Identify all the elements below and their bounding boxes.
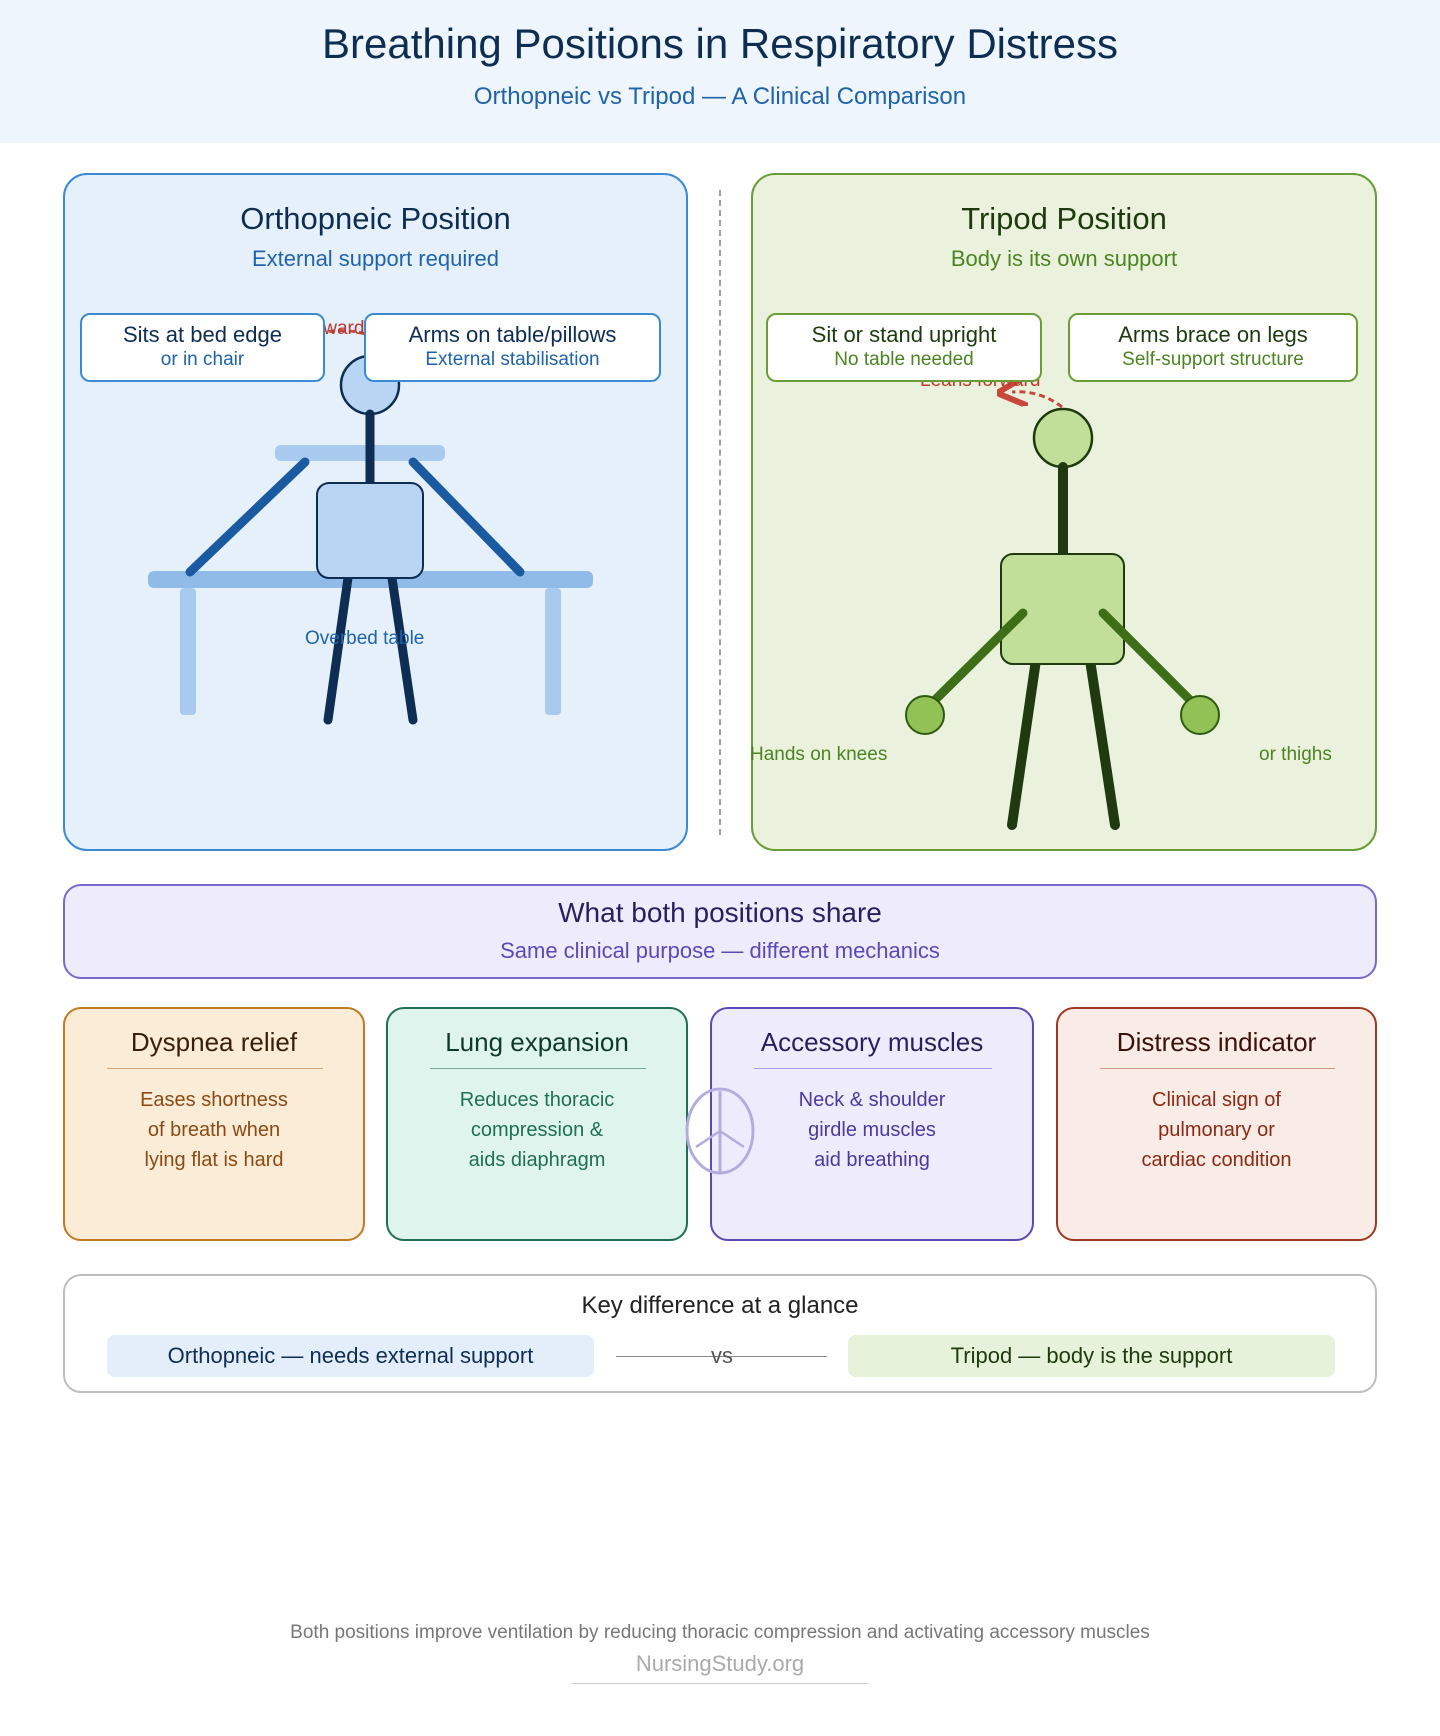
vs-label: vs bbox=[711, 1343, 733, 1368]
card-line: cardiac condition bbox=[1141, 1149, 1292, 1171]
callout-main: Sit or stand upright bbox=[811, 322, 997, 347]
card-line: of breath when bbox=[147, 1119, 281, 1141]
ortho-table-leg-left bbox=[180, 588, 196, 715]
card-line: pulmonary or bbox=[1158, 1119, 1275, 1141]
key-difference-title: Key difference at a glance bbox=[581, 1292, 859, 1319]
ortho-arm-left bbox=[185, 457, 310, 577]
tripod-left-hand-label: Hands on knees bbox=[750, 744, 888, 765]
header-band bbox=[0, 0, 1440, 143]
card-lung-expansion: Lung expansion Reduces thoracic compress… bbox=[386, 1007, 688, 1241]
shared-banner: What both positions share Same clinical … bbox=[63, 884, 1377, 979]
tripod-callout-upright: Sit or stand upright No table needed bbox=[766, 313, 1042, 382]
card-text: Clinical sign of pulmonary or cardiac co… bbox=[1078, 1085, 1355, 1175]
callout-main: Arms on table/pillows bbox=[408, 322, 617, 347]
footer-note: Both positions improve ventilation by re… bbox=[290, 1622, 1150, 1643]
tripod-callout-arms: Arms brace on legs Self-support structur… bbox=[1068, 313, 1358, 382]
key-difference-box: Key difference at a glance Orthopneic — … bbox=[63, 1274, 1377, 1393]
callout-sub: No table needed bbox=[834, 349, 974, 370]
tripod-arm-right bbox=[1098, 608, 1195, 705]
tripod-torso bbox=[1000, 553, 1125, 665]
card-line: Eases shortness bbox=[140, 1089, 288, 1111]
tripod-leg-left bbox=[1007, 655, 1041, 830]
card-title: Dyspnea relief bbox=[130, 1027, 298, 1057]
shared-title: What both positions share bbox=[558, 897, 882, 928]
ortho-pillow-bar bbox=[275, 445, 445, 461]
card-line: aid breathing bbox=[814, 1149, 930, 1171]
card-line: girdle muscles bbox=[808, 1119, 936, 1141]
orthopneic-figure bbox=[148, 329, 593, 725]
card-text: Reduces thoracic compression & aids diap… bbox=[408, 1085, 666, 1175]
page-subtitle: Orthopneic vs Tripod — A Clinical Compar… bbox=[473, 83, 967, 110]
key-difference-orthopneic: Orthopneic — needs external support bbox=[107, 1335, 594, 1377]
card-line: aids diaphragm bbox=[468, 1149, 606, 1171]
card-title: Lung expansion bbox=[445, 1027, 629, 1057]
tripod-hand-left bbox=[905, 695, 945, 735]
callout-sub: or in chair bbox=[160, 349, 245, 370]
orthopneic-panel: Orthopneic Position External support req… bbox=[63, 173, 688, 851]
tripod-head bbox=[1032, 407, 1094, 469]
card-distress-indicator: Distress indicator Clinical sign of pulm… bbox=[1056, 1007, 1377, 1241]
card-title: Distress indicator bbox=[1116, 1027, 1317, 1057]
ortho-table-top bbox=[148, 571, 593, 588]
tripod-subtitle: Body is its own support bbox=[950, 246, 1178, 271]
card-dyspnea-relief: Dyspnea relief Eases shortness of breath… bbox=[63, 1007, 365, 1241]
callout-sub: Self-support structure bbox=[1122, 349, 1304, 370]
card-text: Eases shortness of breath when lying fla… bbox=[85, 1085, 343, 1175]
card-divider bbox=[430, 1068, 646, 1069]
vs-connector bbox=[616, 1356, 827, 1357]
callout-main: Sits at bed edge bbox=[122, 322, 282, 347]
tripod-title: Tripod Position bbox=[961, 201, 1167, 236]
ortho-callout-bed-edge: Sits at bed edge or in chair bbox=[80, 313, 325, 382]
footer-brand: NursingStudy.org bbox=[635, 1651, 805, 1676]
page-title: Breathing Positions in Respiratory Distr… bbox=[322, 20, 1118, 67]
ortho-torso bbox=[316, 482, 424, 579]
orthopneic-subtitle: External support required bbox=[251, 246, 500, 271]
tripod-lean-arrow bbox=[1012, 392, 1063, 409]
ortho-leg-right bbox=[387, 573, 418, 725]
panel-divider bbox=[719, 190, 721, 835]
ortho-table-label: Overbed table bbox=[305, 628, 425, 649]
card-line: Reduces thoracic bbox=[459, 1089, 615, 1111]
tripod-leg-right bbox=[1085, 655, 1120, 830]
key-difference-tripod: Tripod — body is the support bbox=[848, 1335, 1335, 1377]
orthopneic-title: Orthopneic Position bbox=[240, 201, 511, 236]
callout-main: Arms brace on legs bbox=[1118, 322, 1308, 347]
card-divider bbox=[754, 1068, 992, 1069]
card-line: Clinical sign of bbox=[1152, 1089, 1281, 1111]
ortho-callout-arms: Arms on table/pillows External stabilisa… bbox=[364, 313, 661, 382]
lungs-icon bbox=[685, 1087, 755, 1175]
card-line: lying flat is hard bbox=[144, 1149, 284, 1171]
tripod-right-hand-label: or thighs bbox=[1259, 744, 1332, 765]
shared-subtitle: Same clinical purpose — different mechan… bbox=[500, 938, 940, 963]
ortho-lean-arrow bbox=[325, 329, 393, 348]
tripod-hand-right bbox=[1180, 695, 1220, 735]
tripod-arm-left bbox=[930, 608, 1028, 705]
footer-divider bbox=[572, 1683, 868, 1684]
card-title: Accessory muscles bbox=[760, 1027, 984, 1057]
card-divider bbox=[107, 1068, 323, 1069]
ortho-leg-left bbox=[323, 573, 353, 725]
card-text: Neck & shoulder girdle muscles aid breat… bbox=[732, 1085, 1012, 1175]
tripod-figure bbox=[905, 0, 1220, 830]
ortho-arm-right bbox=[408, 457, 525, 577]
ortho-table-leg-right bbox=[545, 588, 561, 715]
card-line: Neck & shoulder bbox=[798, 1089, 946, 1111]
card-line: compression & bbox=[470, 1119, 604, 1141]
card-accessory-muscles: Accessory muscles Neck & shoulder girdle… bbox=[710, 1007, 1034, 1241]
callout-sub: External stabilisation bbox=[425, 349, 600, 370]
card-divider bbox=[1100, 1068, 1335, 1069]
